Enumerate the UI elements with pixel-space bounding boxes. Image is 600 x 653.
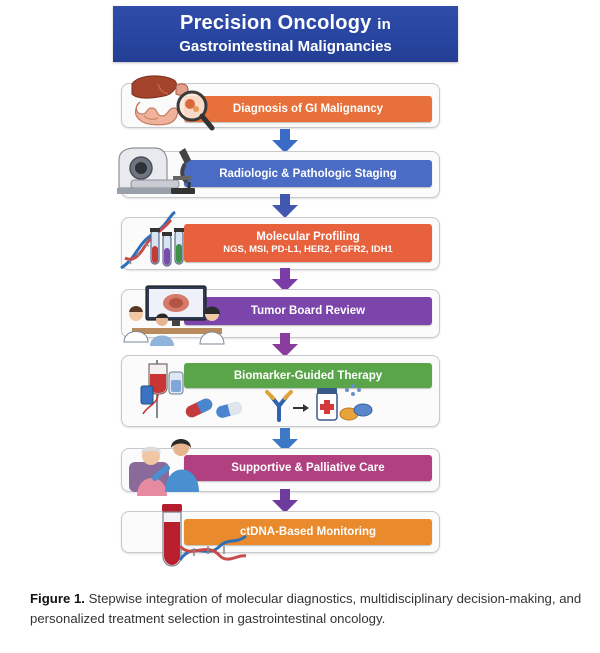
figure-caption: Figure 1. Stepwise integration of molecu… <box>30 589 590 629</box>
step-supportive-bar: Supportive & Palliative Care <box>184 455 432 481</box>
caregiver-patient-icon <box>129 439 199 496</box>
title-line-1: Precision Oncology in <box>113 12 458 35</box>
blood-tube-dna-icon <box>162 504 247 567</box>
step-molecular-sublabel: NGS, MSI, PD-L1, HER2, FGFR2, IDH1 <box>223 244 393 255</box>
step-ctdna-label: ctDNA-Based Monitoring <box>239 526 377 538</box>
flow-arrow-3 <box>272 268 298 292</box>
flow-arrow-2 <box>272 194 298 218</box>
step-tumor-board-label: Tumor Board Review <box>250 305 366 317</box>
step-staging-label: Radiologic & Pathologic Staging <box>219 167 397 180</box>
step-tumor-board-bar: Tumor Board Review <box>184 297 432 325</box>
physicians-monitor-icon <box>123 285 225 346</box>
iv-drip-pills-antibody-icon <box>140 360 373 422</box>
step-therapy-bar: Biomarker-Guided Therapy <box>184 363 432 388</box>
ct-scanner-microscope-icon <box>117 147 195 194</box>
step-diagnosis-label: Diagnosis of GI Malignancy <box>232 103 384 115</box>
title-line-2: Gastrointestinal Malignancies <box>179 38 392 55</box>
step-staging-bar: Radiologic & Pathologic Staging <box>184 160 432 187</box>
step-ctdna-bar: ctDNA-Based Monitoring <box>184 519 432 545</box>
title-main: Precision Oncology <box>180 12 372 34</box>
step-therapy-label: Biomarker-Guided Therapy <box>233 369 383 382</box>
flow-arrow-6 <box>272 489 298 513</box>
title-banner: Precision Oncology in Gastrointestinal M… <box>113 6 458 62</box>
flow-arrow-1 <box>272 129 298 153</box>
liver-intestine-magnifier-icon <box>131 75 215 131</box>
caption-label: Figure 1. <box>30 591 85 606</box>
step-diagnosis-bar: Diagnosis of GI Malignancy <box>184 96 432 122</box>
step-molecular-bar: Molecular Profiling NGS, MSI, PD-L1, HER… <box>184 224 432 262</box>
caption-text: Stepwise integration of molecular diagno… <box>30 591 582 626</box>
step-supportive-label: Supportive & Palliative Care <box>231 462 385 474</box>
flow-arrow-4 <box>272 333 298 357</box>
title-suffix: in <box>377 16 391 33</box>
flow-arrow-5 <box>272 428 298 452</box>
step-molecular-label: Molecular Profiling <box>256 231 360 243</box>
dna-test-tubes-icon <box>120 210 184 270</box>
